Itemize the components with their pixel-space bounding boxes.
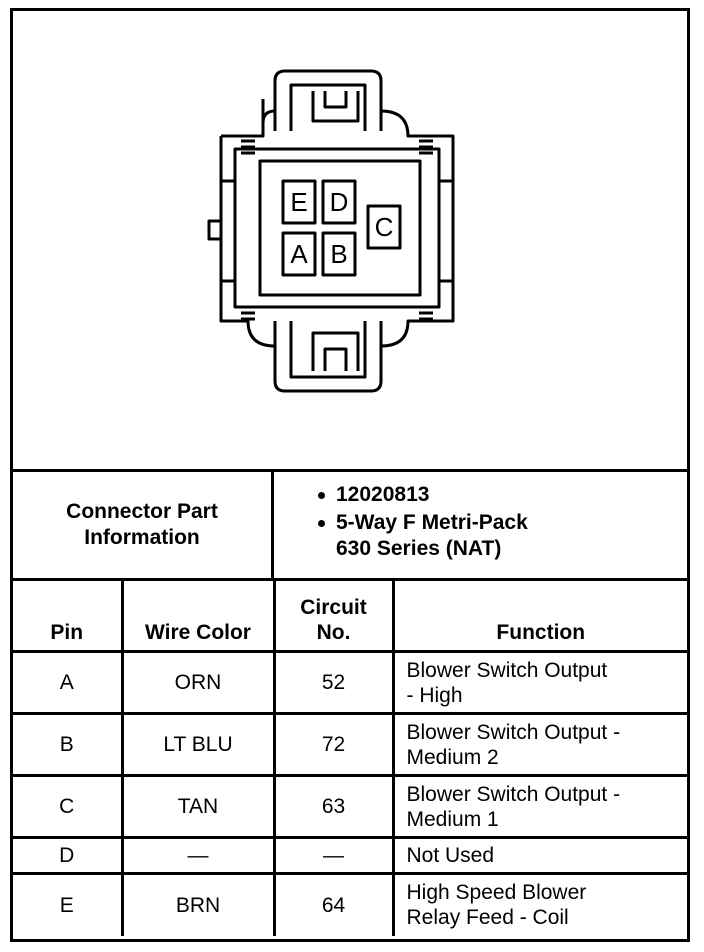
circuit-cell: 72	[272, 712, 395, 777]
pin-cell: C	[13, 774, 124, 839]
function-cell: Blower Switch Output - Medium 1	[391, 774, 687, 839]
function-cell: Not Used	[391, 836, 687, 875]
pin-cavity-e	[281, 179, 317, 225]
header-wire-color: Wire Color	[120, 581, 276, 653]
circuit-cell: —	[272, 836, 395, 875]
circuit-cell: 64	[272, 872, 395, 936]
body-frame	[233, 147, 441, 309]
pin-cell: E	[13, 872, 124, 936]
bullet-icon	[318, 520, 325, 527]
bottom-latch-outer	[273, 321, 383, 393]
pinout-table: Pin Wire Color Circuit No. Function A OR…	[13, 581, 687, 936]
side-ribs	[221, 179, 453, 283]
table-header-row: Pin Wire Color Circuit No. Function	[13, 581, 687, 653]
pin-face	[258, 159, 422, 297]
connector-part-info-label: Connector Part Information	[13, 472, 274, 578]
pin-cavity-d	[321, 179, 357, 225]
pin-label-d: D	[330, 187, 349, 217]
right-vents	[419, 139, 433, 321]
body-top-left	[221, 99, 276, 138]
pin-label-e: E	[290, 187, 307, 217]
pin-label-c: C	[375, 212, 394, 242]
pin-cell: B	[13, 712, 124, 777]
connector-diagram: E D C A B	[13, 11, 687, 472]
pin-cell: D	[13, 836, 124, 875]
wire-color-cell: TAN	[120, 774, 276, 839]
wire-color-cell: BRN	[120, 872, 276, 936]
body-right	[380, 109, 455, 348]
bullet-icon	[318, 492, 325, 499]
connector-sheet: E D C A B Connector Part Information 120…	[10, 8, 690, 942]
connector-drawing: E D C A B	[207, 69, 455, 393]
part-number-item: 12020813	[274, 482, 674, 508]
table-row: A ORN 52 Blower Switch Output - High	[13, 650, 687, 715]
table-row: B LT BLU 72 Blower Switch Output - Mediu…	[13, 712, 687, 777]
function-cell: Blower Switch Output - Medium 2	[391, 712, 687, 777]
wire-color-cell: LT BLU	[120, 712, 276, 777]
table-row: E BRN 64 High Speed Blower Relay Feed - …	[13, 872, 687, 936]
pin-label-a: A	[290, 239, 308, 269]
top-latch-tab	[311, 91, 360, 123]
top-latch-inner	[289, 83, 367, 131]
header-function: Function	[391, 581, 687, 653]
connector-part-info: Connector Part Information 12020813 5-Wa…	[13, 472, 687, 581]
connector-type-item: 5-Way F Metri-Pack 630 Series (NAT)	[274, 510, 674, 562]
table-row: D — — Not Used	[13, 836, 687, 875]
header-circuit-no: Circuit No.	[272, 581, 395, 653]
circuit-cell: 52	[272, 650, 395, 715]
function-cell: Blower Switch Output - High	[391, 650, 687, 715]
left-vents	[241, 139, 255, 321]
header-pin: Pin	[13, 581, 124, 653]
pin-label-b: B	[330, 239, 347, 269]
function-cell: High Speed Blower Relay Feed - Coil	[391, 872, 687, 936]
connector-part-info-list: 12020813 5-Way F Metri-Pack 630 Series (…	[274, 482, 674, 564]
body-left	[219, 136, 276, 348]
pin-cell: A	[13, 650, 124, 715]
left-key	[207, 219, 223, 241]
bottom-latch-tab	[311, 331, 360, 371]
pin-cavity-b	[321, 231, 357, 277]
pin-cavity-c	[366, 204, 402, 250]
pin-cavity-a	[281, 231, 317, 277]
wire-color-cell: ORN	[120, 650, 276, 715]
bottom-latch-inner	[289, 321, 367, 379]
circuit-cell: 63	[272, 774, 395, 839]
wire-color-cell: —	[120, 836, 276, 875]
table-row: C TAN 63 Blower Switch Output - Medium 1	[13, 774, 687, 839]
top-latch-outer	[273, 69, 383, 131]
